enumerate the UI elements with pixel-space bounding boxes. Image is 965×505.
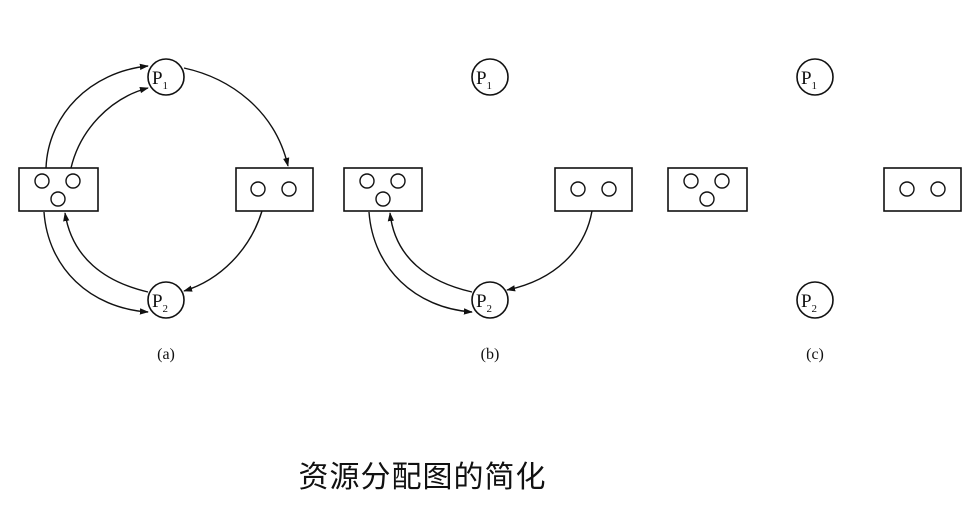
edge-r1-to-p1-outer [45, 63, 149, 169]
resource-instance [899, 181, 915, 197]
resource-instance [50, 191, 66, 207]
panel-c: P1 P2 (c) [667, 58, 962, 363]
resource-instance [930, 181, 946, 197]
resource-instance [375, 191, 391, 207]
panel-a: P1 P2 (a) [18, 58, 314, 363]
panel-c-label: (c) [806, 346, 824, 363]
resource-1-node [667, 167, 748, 212]
svg-text:P1: P1 [801, 68, 817, 92]
figure-caption: 资源分配图的简化 [298, 460, 547, 495]
edge-r2-to-p2 [183, 210, 263, 292]
resource-instance [34, 173, 50, 189]
resource-2-node [554, 167, 633, 212]
edge-p1-to-r2 [183, 67, 290, 167]
panel-b-label: (b) [481, 346, 500, 363]
panel-b: P1 P2 (b) [343, 58, 633, 363]
panel-a-label: (a) [157, 346, 175, 363]
resource-instance [570, 181, 586, 197]
resource-instance [714, 173, 730, 189]
svg-text:P1: P1 [476, 68, 492, 92]
resource-instance [65, 173, 81, 189]
process-p1-node: P1 [471, 58, 509, 96]
edge-p2-to-r1 [387, 212, 473, 293]
process-p2-node: P2 [147, 281, 185, 319]
edge-p2-to-r1 [63, 212, 149, 293]
resource-2-node [883, 167, 962, 212]
resource-instance [359, 173, 375, 189]
edge-r2-to-p2 [506, 210, 593, 292]
edge-r1-to-p1-inner [70, 87, 149, 169]
resource-instance [601, 181, 617, 197]
resource-instance [699, 191, 715, 207]
edge-r1-to-p2 [368, 211, 473, 315]
process-p1-node: P1 [147, 58, 185, 96]
process-p1-node: P1 [796, 58, 834, 96]
resource-instance [250, 181, 266, 197]
resource-2-node [235, 167, 314, 212]
svg-text:P1: P1 [152, 68, 168, 92]
edge-r1-to-p2 [43, 211, 149, 315]
resource-instance [281, 181, 297, 197]
process-p2-node: P2 [796, 281, 834, 319]
resource-1-node [343, 167, 423, 212]
process-p2-node: P2 [471, 281, 509, 319]
resource-instance [683, 173, 699, 189]
svg-text:P2: P2 [801, 291, 817, 315]
resource-1-node [18, 167, 99, 212]
resource-instance [390, 173, 406, 189]
svg-text:P2: P2 [152, 291, 168, 315]
svg-text:P2: P2 [476, 291, 492, 315]
